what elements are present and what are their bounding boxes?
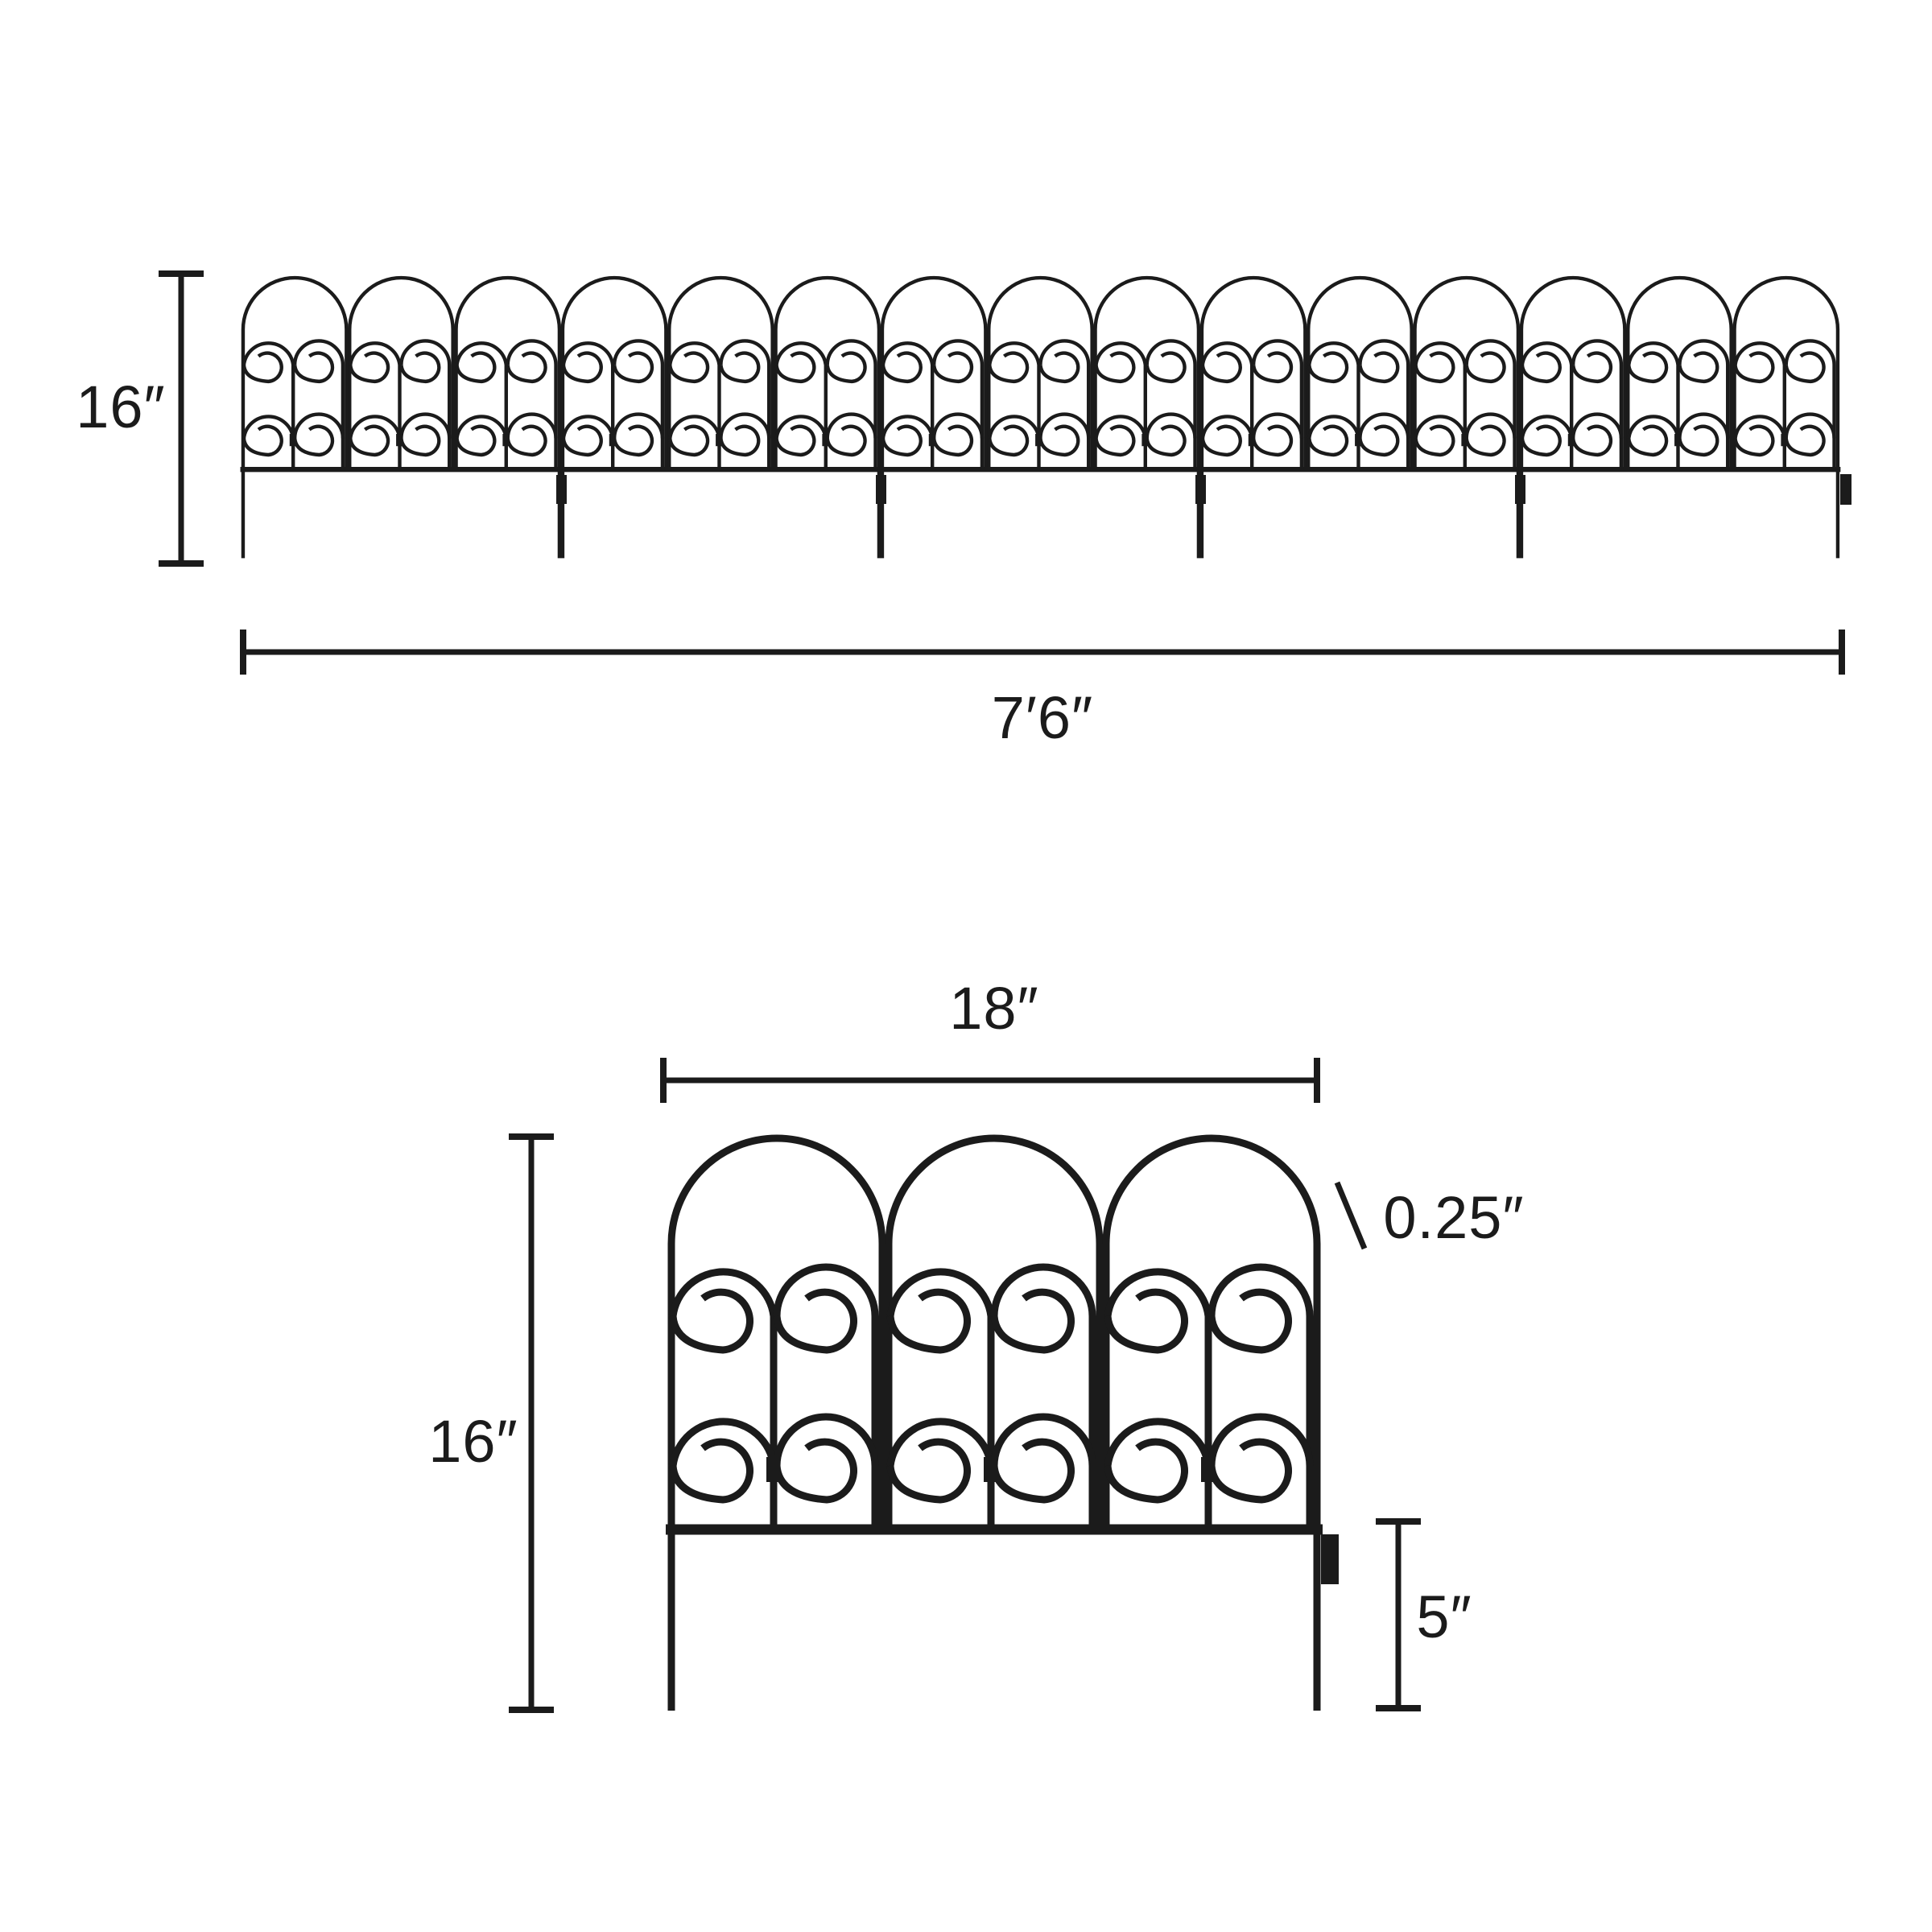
- top-height-label: 16″: [76, 374, 166, 440]
- wire-thickness-callout: 0.25″: [1334, 1181, 1524, 1251]
- detail-height-label: 16″: [428, 1408, 518, 1475]
- width-dimension-top: 7′6″: [240, 630, 1845, 751]
- height-dimension-top: 16″: [76, 270, 204, 567]
- height-dimension-detail: 16″: [428, 1133, 554, 1713]
- panel-joint-sleeves: [556, 475, 1525, 504]
- detail-view: 18″ 16″ 0.25″ 5″: [428, 975, 1524, 1711]
- end-connector-clip: [1840, 474, 1852, 505]
- stake-height-label: 5″: [1416, 1583, 1472, 1650]
- panel-connector-clip: [1321, 1534, 1339, 1584]
- detail-width-label: 18″: [949, 975, 1039, 1042]
- stake-dimension: 5″: [1376, 1518, 1472, 1711]
- fence-strip: [241, 278, 1852, 558]
- single-panel: [666, 1138, 1339, 1711]
- top-view: 16″ 7′6″: [76, 270, 1852, 751]
- wire-thickness-label: 0.25″: [1383, 1184, 1524, 1251]
- top-width-label: 7′6″: [992, 684, 1093, 751]
- leader-line: [1334, 1181, 1368, 1250]
- width-dimension-detail: 18″: [660, 975, 1320, 1103]
